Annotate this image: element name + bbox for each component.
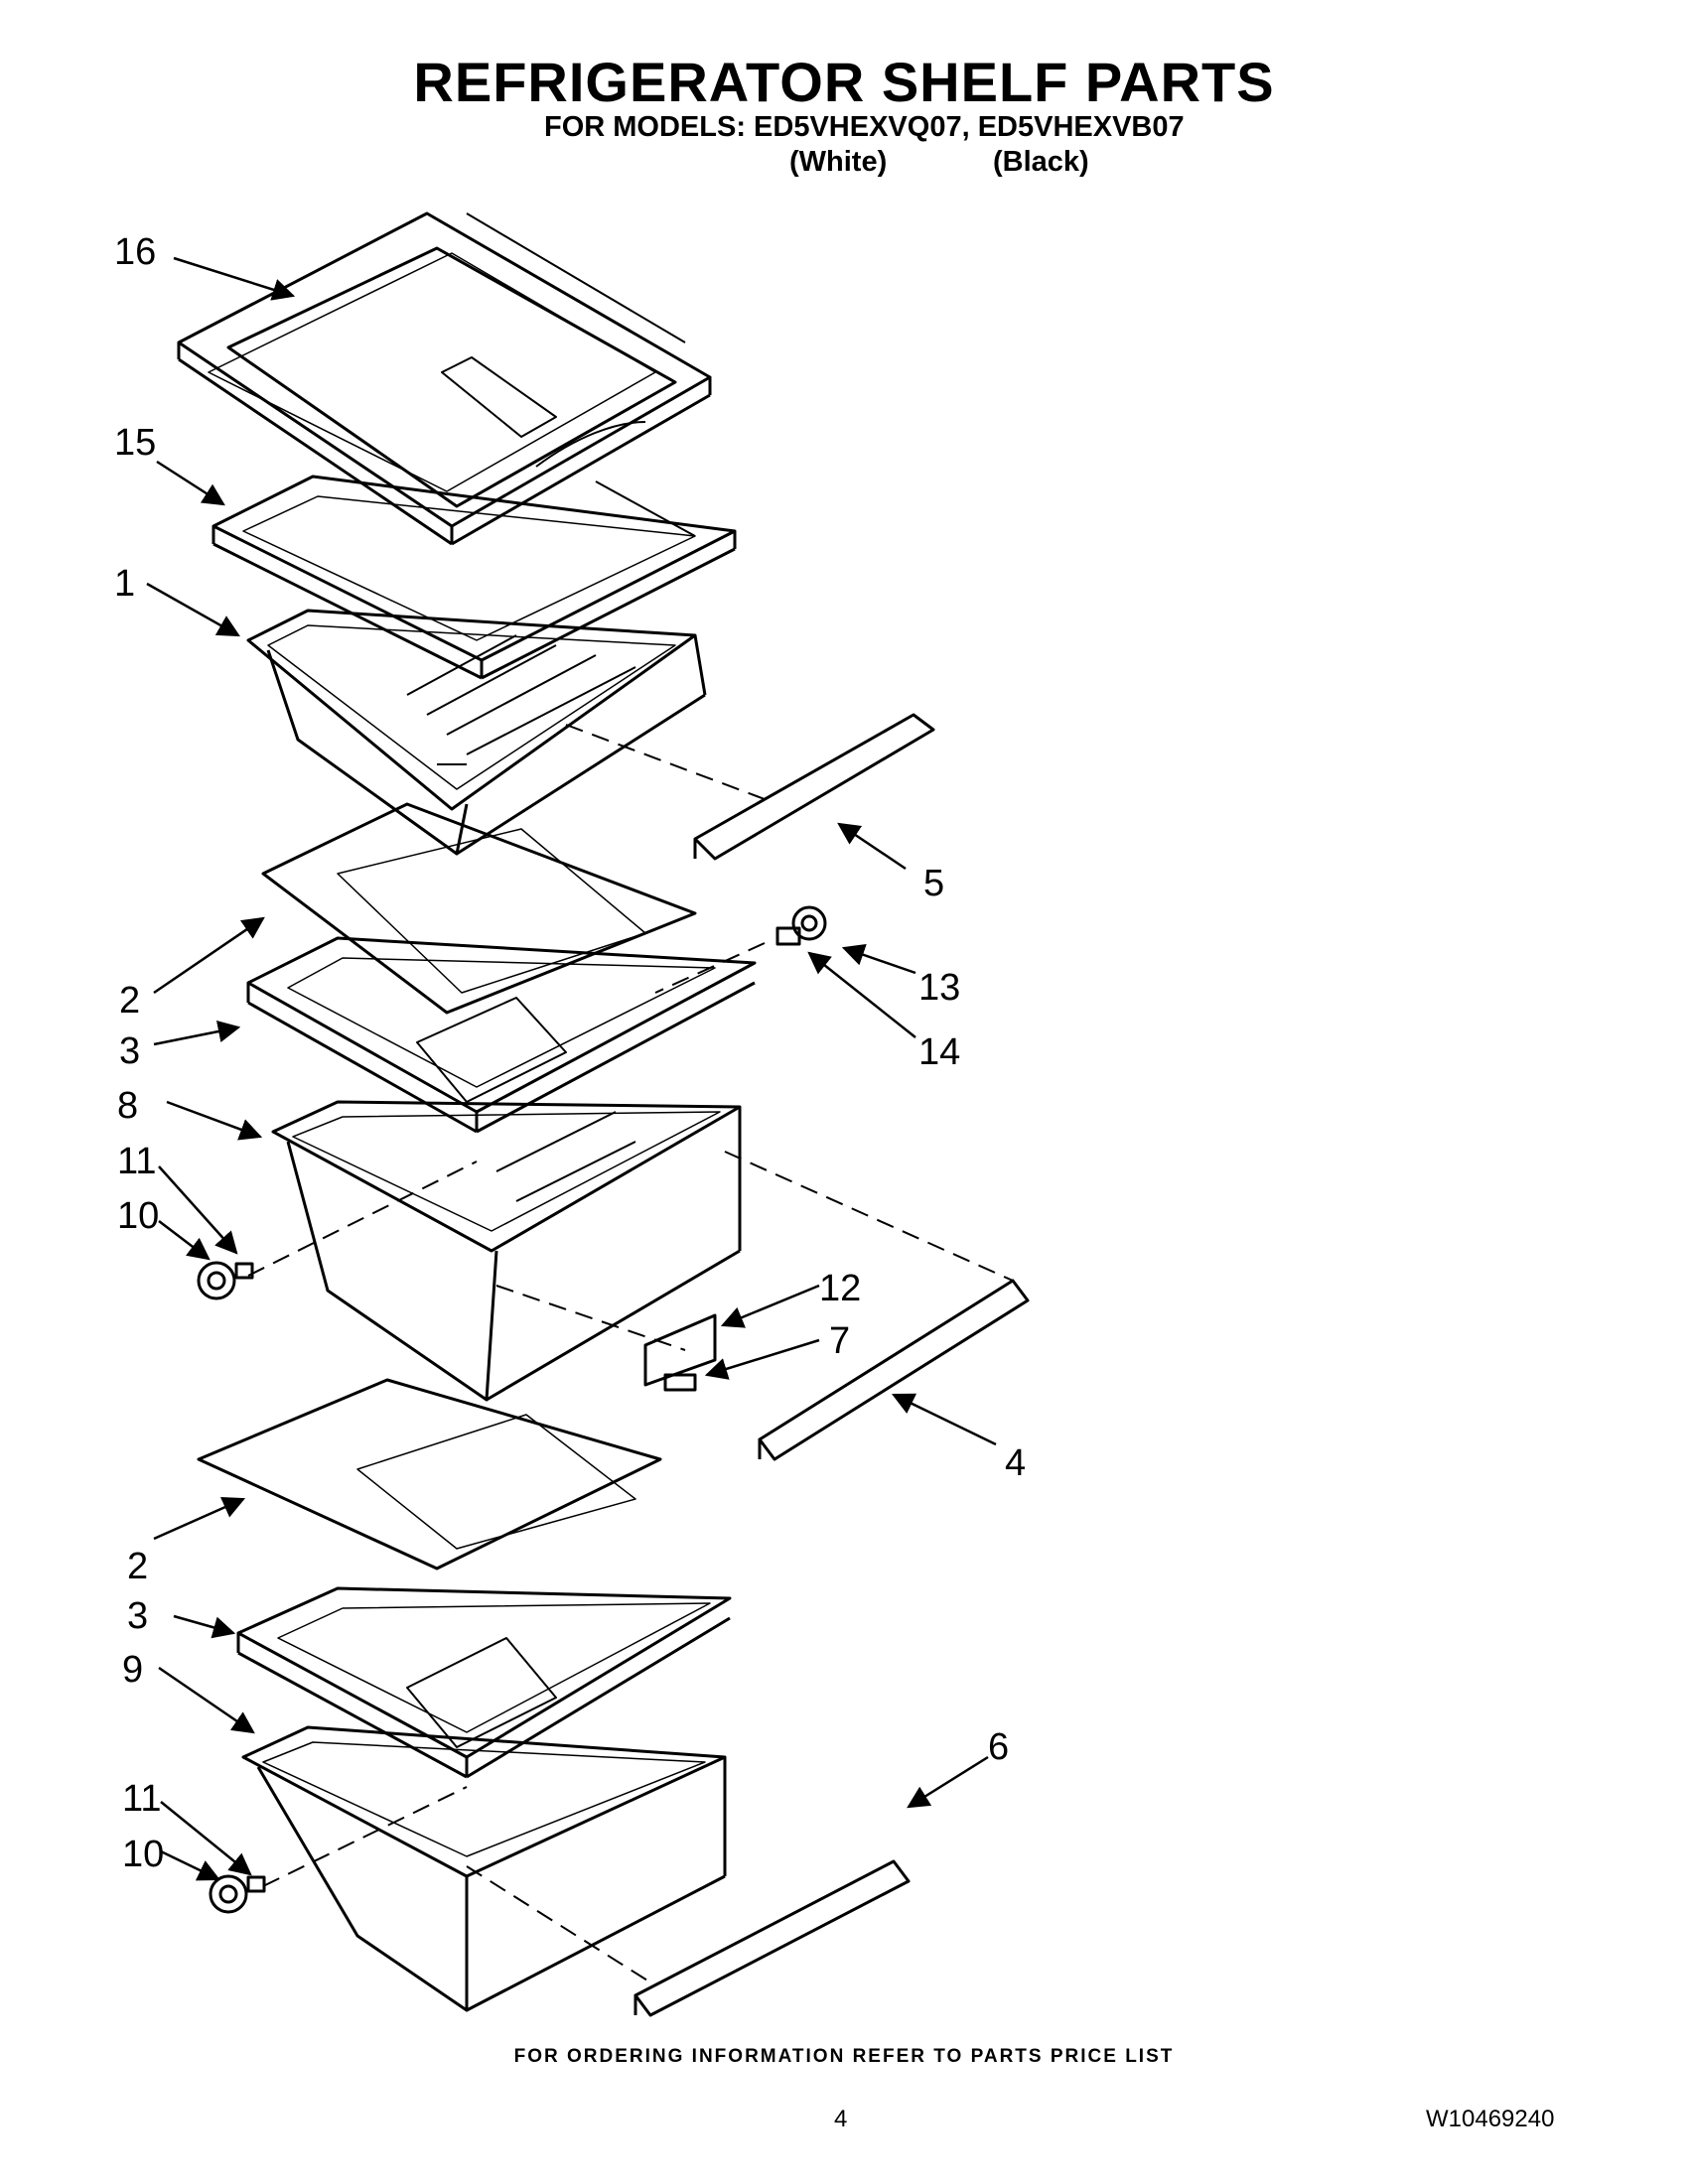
callout-11-upper: 11 [117, 1141, 156, 1182]
ordering-info-note: FOR ORDERING INFORMATION REFER TO PARTS … [513, 2046, 1175, 2067]
callout-6: 6 [988, 1726, 1009, 1768]
trim-strip-6 [633, 1859, 911, 2017]
callout-15: 15 [114, 422, 156, 464]
callout-11-lower: 11 [122, 1778, 161, 1820]
variant-black-label: (Black) [993, 146, 1089, 178]
callout-12: 12 [819, 1268, 861, 1309]
label-holder-12-7 [643, 1313, 717, 1392]
roller-10-11-upper [197, 1261, 254, 1300]
crisper-pan-1 [246, 609, 707, 856]
cover-glass-2-upper [261, 802, 697, 1015]
page-title: REFRIGERATOR SHELF PARTS [413, 51, 1275, 113]
callout-10-lower: 10 [122, 1834, 164, 1875]
callout-13: 13 [918, 967, 960, 1009]
callout-2-lower: 2 [127, 1546, 148, 1587]
top-shelf-16 [177, 211, 712, 546]
callout-14: 14 [918, 1031, 960, 1073]
trim-strip-5 [693, 713, 935, 861]
crisper-frame-3-lower [236, 1586, 732, 1779]
page-number: 4 [834, 2106, 848, 2132]
callout-3-upper: 3 [119, 1030, 140, 1072]
crisper-drawer-8-upper [271, 1100, 742, 1402]
callout-8: 8 [117, 1085, 138, 1127]
callout-7: 7 [829, 1320, 850, 1362]
crisper-frame-3-upper [246, 936, 757, 1134]
variant-white-label: (White) [789, 146, 888, 178]
callout-5: 5 [923, 863, 944, 904]
callout-2-upper: 2 [119, 980, 140, 1022]
roller-13-14 [775, 905, 827, 946]
callout-4: 4 [1005, 1442, 1026, 1484]
callout-3-lower: 3 [127, 1595, 148, 1637]
document-id: W10469240 [1426, 2106, 1555, 2132]
roller-10-11-lower [209, 1874, 266, 1914]
callout-10-upper: 10 [117, 1195, 159, 1237]
glass-shelf-15 [211, 475, 737, 680]
callout-9: 9 [122, 1649, 143, 1691]
callout-1: 1 [114, 563, 135, 605]
models-subtitle: FOR MODELS: ED5VHEXVQ07, ED5VHEXVB07 [544, 111, 1185, 143]
crisper-drawer-9-lower [241, 1725, 727, 2012]
cover-glass-2-lower [197, 1378, 662, 1570]
callout-16: 16 [114, 231, 156, 273]
trim-strip-4 [758, 1279, 1030, 1461]
